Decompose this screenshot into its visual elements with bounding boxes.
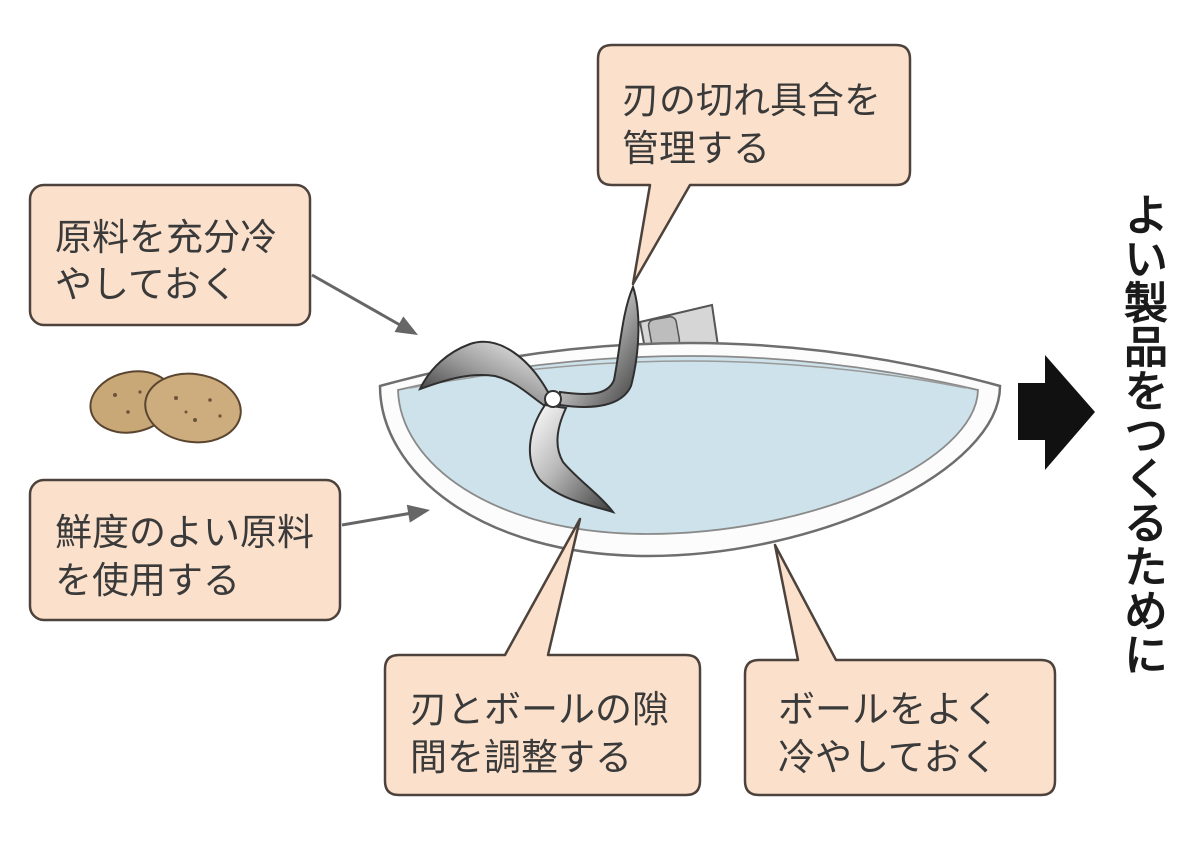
callout-blade-gap: 刃とボールの隙 間を調整する — [383, 517, 702, 797]
pointer-arrow-chill-material — [311, 273, 418, 335]
callout-line: 管理する — [622, 127, 770, 170]
callout-line: 原料を充分冷 — [55, 216, 277, 259]
callout-bubble — [596, 43, 912, 286]
blade-icon — [418, 284, 640, 514]
callout-line: 間を調整する — [410, 736, 632, 779]
callout-bubble — [28, 478, 342, 622]
callout-line: ボールをよく — [778, 688, 1000, 731]
callout-bubble — [743, 543, 1057, 797]
callout-blade-sharpness: 刃の切れ具合を 管理する — [596, 43, 912, 286]
callout-line: を使用する — [55, 559, 240, 602]
callout-bubble — [383, 517, 702, 797]
callout-chill-bowl: ボールをよく 冷やしておく — [743, 543, 1057, 797]
callout-bubble — [28, 183, 312, 327]
conclusion-text: よい製品をつくるために — [1116, 192, 1167, 676]
arrow-right-icon — [1018, 355, 1095, 470]
callout-chill-material: 原料を充分冷 やしておく — [28, 183, 312, 327]
callout-line: 刃とボールの隙 — [410, 688, 669, 731]
potato-icon — [89, 370, 242, 444]
pointer-arrow-fresh-material — [341, 504, 430, 527]
callout-line: 鮮度のよい原料 — [55, 511, 314, 554]
callout-line: 冷やしておく — [778, 736, 998, 779]
callout-line: やしておく — [55, 263, 238, 306]
callout-line: 刃の切れ具合を — [622, 79, 881, 122]
callout-fresh-material: 鮮度のよい原料 を使用する — [28, 478, 342, 622]
